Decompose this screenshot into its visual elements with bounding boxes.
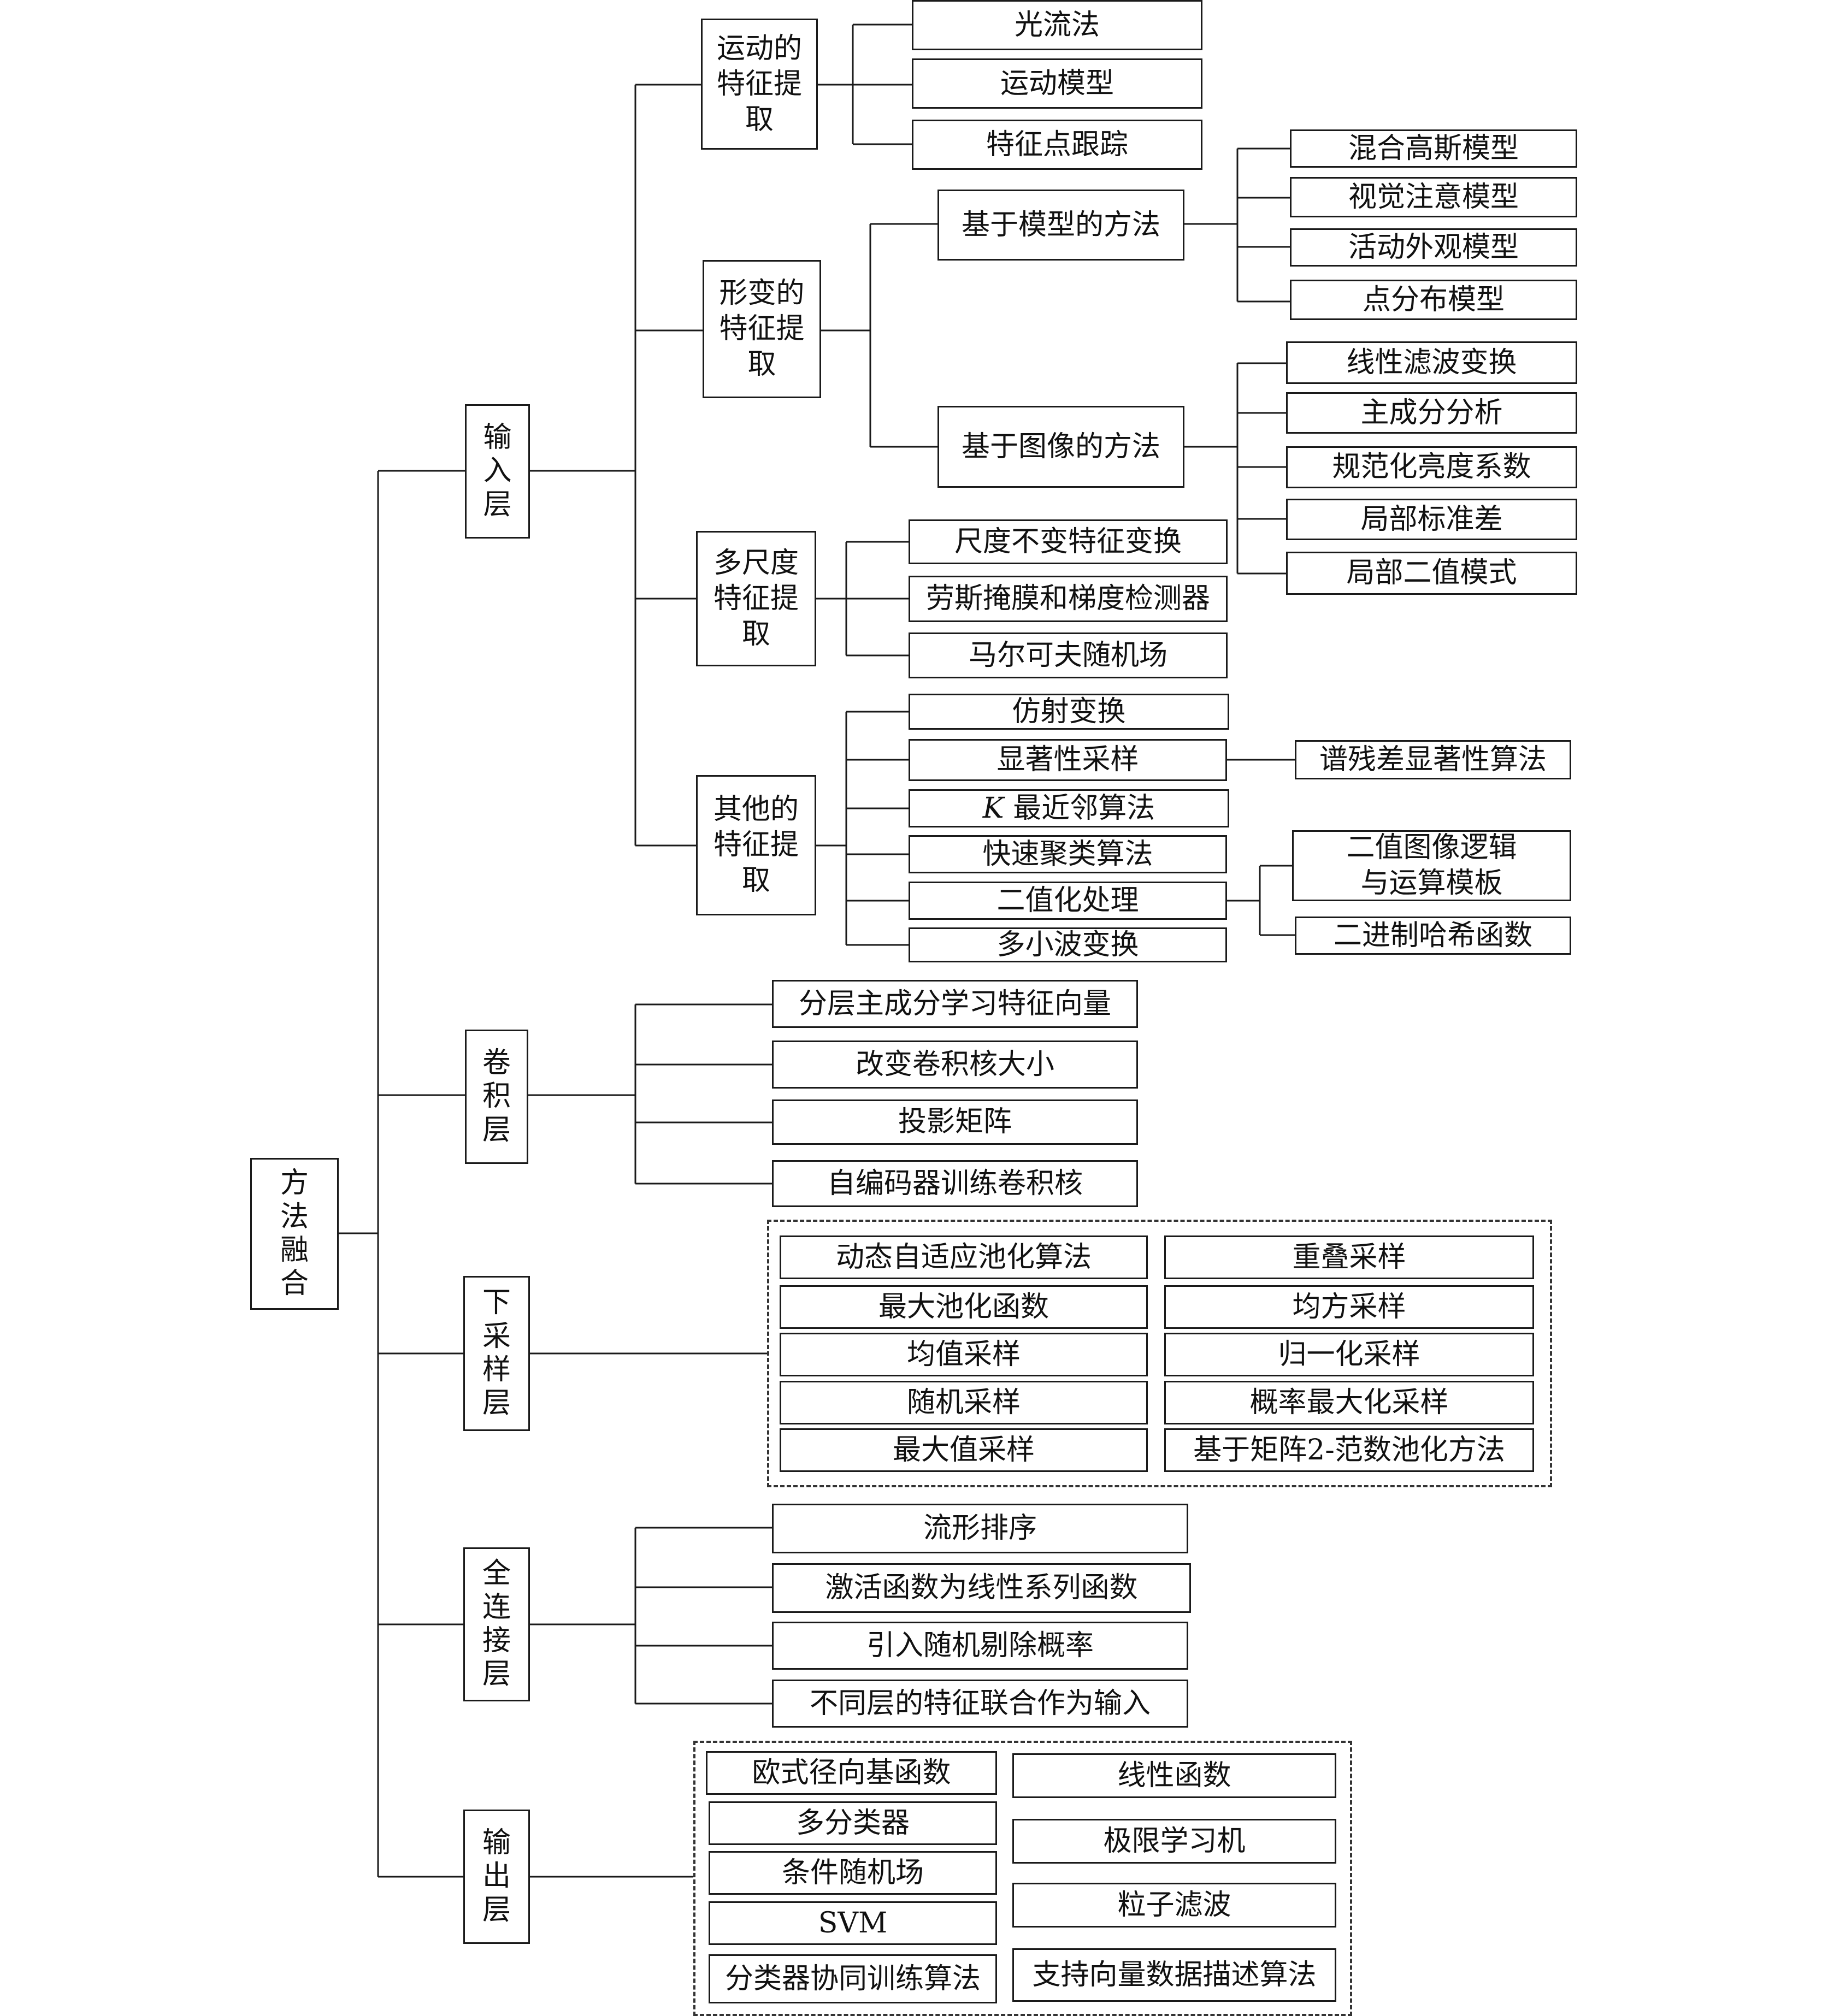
- pool-item-left: 最大值采样: [780, 1428, 1148, 1472]
- conv-item: 分层主成分学习特征向量: [772, 980, 1138, 1028]
- output-item-left: SVM: [709, 1901, 997, 1945]
- pool-item-right: 归一化采样: [1164, 1333, 1534, 1376]
- output-item-left: 条件随机场: [709, 1851, 997, 1895]
- motion-item: 运动模型: [912, 58, 1202, 109]
- image-method-item: 主成分分析: [1286, 392, 1577, 434]
- pool-item-left: 随机采样: [780, 1381, 1148, 1424]
- model-method-item: 混合高斯模型: [1290, 129, 1577, 168]
- output-item-right: 线性函数: [1012, 1753, 1336, 1798]
- model-method-item: 点分布模型: [1290, 280, 1577, 320]
- multiscale-item: 马尔可夫随机场: [909, 632, 1228, 678]
- image-method-item: 局部二值模式: [1286, 552, 1577, 595]
- knn-item: K 最近邻算法: [909, 789, 1229, 827]
- root-node: 方 法 融 合: [250, 1158, 339, 1310]
- pool-item-right: 基于矩阵2-范数池化方法: [1164, 1428, 1534, 1472]
- image-method-item: 局部标准差: [1286, 499, 1577, 540]
- image-method-item: 规范化亮度系数: [1286, 446, 1577, 488]
- other-item: 多小波变换: [909, 927, 1227, 962]
- fc-item: 激活函数为线性系列函数: [772, 1563, 1191, 1613]
- pool-item-right: 重叠采样: [1164, 1235, 1534, 1279]
- output-item-right: 支持向量数据描述算法: [1012, 1948, 1336, 2002]
- motion-item: 特征点跟踪: [912, 120, 1202, 170]
- input-layer-node: 输 入 层: [465, 404, 530, 539]
- model-based-method-node: 基于模型的方法: [937, 190, 1184, 261]
- fc-layer-node: 全 连 接 层: [463, 1547, 530, 1701]
- motion-feature-node: 运动的 特征提 取: [701, 19, 818, 150]
- motion-item: 光流法: [912, 0, 1202, 50]
- fc-item: 不同层的特征联合作为输入: [772, 1680, 1188, 1728]
- multiscale-item: 劳斯掩膜和梯度检测器: [909, 576, 1228, 622]
- image-method-item: 线性滤波变换: [1286, 341, 1577, 384]
- fc-item: 流形排序: [772, 1504, 1188, 1553]
- pool-methods-group: [767, 1220, 1552, 1487]
- output-item-right: 粒子滤波: [1012, 1883, 1336, 1928]
- other-item: 显著性采样: [909, 739, 1227, 781]
- output-layer-node: 输 出 层: [463, 1810, 530, 1944]
- conv-layer-node: 卷 积 层: [465, 1030, 528, 1164]
- knn-label: 最近邻算法: [1013, 791, 1155, 825]
- deformation-feature-node: 形变的 特征提 取: [703, 260, 821, 398]
- model-method-item: 活动外观模型: [1290, 228, 1577, 267]
- output-item-left: 多分类器: [709, 1801, 997, 1845]
- output-methods-group: [693, 1741, 1352, 2016]
- output-item-left: 欧式径向基函数: [706, 1751, 997, 1795]
- model-method-item: 视觉注意模型: [1290, 177, 1577, 217]
- other-item: 二值化处理: [909, 882, 1227, 920]
- pool-item-left: 动态自适应池化算法: [780, 1235, 1148, 1279]
- binary-sub-item: 二进制哈希函数: [1295, 917, 1571, 955]
- multiscale-item: 尺度不变特征变换: [909, 519, 1228, 564]
- pool-item-right: 概率最大化采样: [1164, 1381, 1534, 1424]
- pool-item-left: 最大池化函数: [780, 1285, 1148, 1329]
- pool-item-right: 均方采样: [1164, 1285, 1534, 1329]
- binary-sub-item: 二值图像逻辑 与运算模板: [1292, 830, 1571, 901]
- other-item: 快速聚类算法: [909, 835, 1227, 873]
- multiscale-feature-node: 多尺度 特征提 取: [696, 531, 816, 666]
- image-based-method-node: 基于图像的方法: [937, 406, 1184, 488]
- pool-item-left: 均值采样: [780, 1333, 1148, 1376]
- knn-k-letter: K: [982, 791, 1004, 825]
- output-item-right: 极限学习机: [1012, 1819, 1336, 1864]
- saliency-sub-item: 谱残差显著性算法: [1295, 740, 1571, 779]
- output-item-left: 分类器协同训练算法: [709, 1954, 997, 2003]
- other-item: 仿射变换: [909, 694, 1229, 730]
- conv-item: 投影矩阵: [772, 1099, 1138, 1145]
- other-feature-node: 其他的 特征提 取: [696, 775, 816, 915]
- pool-layer-node: 下 采 样 层: [463, 1276, 530, 1431]
- fc-item: 引入随机剔除概率: [772, 1622, 1188, 1670]
- conv-item: 改变卷积核大小: [772, 1040, 1138, 1089]
- conv-item: 自编码器训练卷积核: [772, 1160, 1138, 1207]
